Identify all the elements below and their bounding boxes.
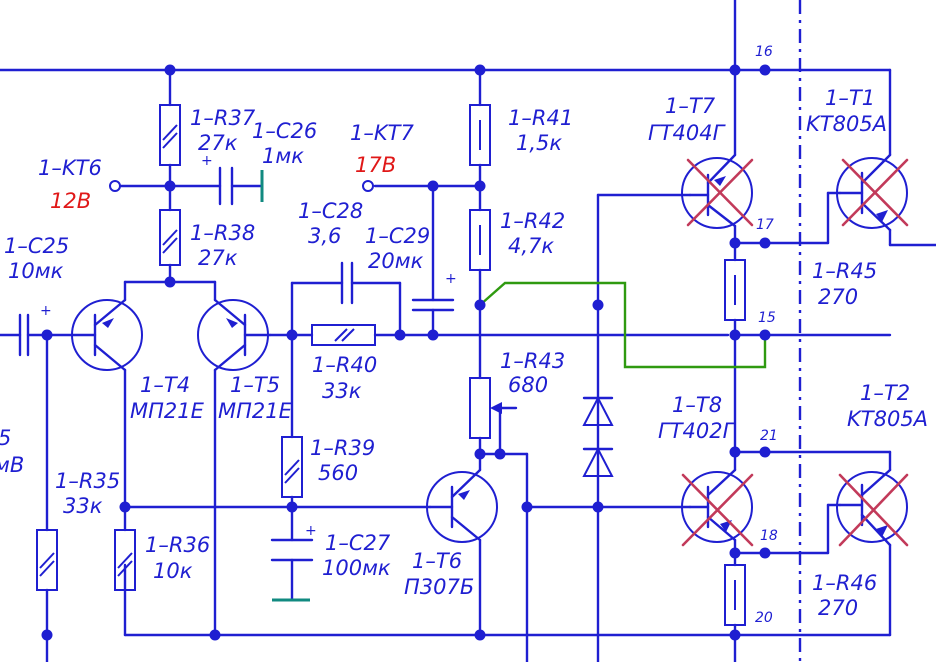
r39-value: 560 [318, 461, 358, 485]
c26-plus: + [201, 153, 213, 169]
t2-ref: 1–T2 [860, 381, 910, 405]
t1-ref: 1–T1 [825, 86, 875, 110]
r40-ref: 1–R40 [312, 353, 377, 377]
c26-ref: 1–C26 [252, 119, 317, 143]
c29-plus: + [445, 271, 457, 287]
r46-value: 270 [818, 596, 858, 620]
r40-value: 33к [322, 379, 362, 403]
t4-type: МП21Е [130, 399, 205, 423]
r36-ref: 1–R36 [145, 533, 210, 557]
r42-value: 4,7к [508, 234, 554, 258]
r43-ref: 1–R43 [500, 349, 565, 373]
r37-value: 27к [198, 131, 238, 155]
r35-value: 33к [63, 494, 103, 518]
t5-symbol [197, 298, 272, 372]
t8-type: ГТ402Г [658, 419, 737, 443]
r38-body [159, 209, 181, 266]
t2-symbol [836, 468, 909, 547]
c27-value: 100мк [322, 556, 391, 580]
t6-type: П307Б [404, 575, 474, 599]
t1-symbol [836, 153, 909, 232]
r41-ref: 1–R41 [508, 106, 573, 130]
r39-body [281, 436, 303, 498]
t7-type: ГТ404Г [648, 121, 727, 145]
c28-value: 3,6 [308, 224, 341, 248]
r37-ref: 1–R37 [190, 106, 256, 130]
capacitors [18, 166, 455, 602]
labels: 1–KT6 12В 1–KT7 17В 1–R37 27к 1–C26 1мк … [0, 44, 928, 626]
c27-plus: + [305, 523, 317, 539]
pin-16: 16 [755, 44, 773, 60]
t6-symbol [426, 468, 498, 543]
t8-symbol [681, 468, 754, 547]
t4-symbol [70, 298, 143, 372]
c25-plus: + [40, 303, 52, 319]
t5-ref: 1–T5 [230, 373, 280, 397]
r38-ref: 1–R38 [190, 221, 255, 245]
r42-body [469, 209, 491, 271]
r43-body [469, 377, 491, 439]
c28-ref: 1–C28 [298, 199, 363, 223]
c27-ref: 1–C27 [325, 531, 391, 555]
kt6-test-point [109, 180, 121, 192]
transistors [70, 153, 909, 547]
r45-ref: 1–R45 [812, 259, 877, 283]
r38-value: 27к [198, 246, 238, 270]
r46-ref: 1–R46 [812, 571, 877, 595]
r43-value: 680 [508, 373, 548, 397]
pin-15: 15 [758, 310, 776, 326]
kt6-ref: 1–KT6 [38, 156, 102, 180]
t5-type: МП21Е [218, 399, 293, 423]
c25-value: 10мк [8, 259, 64, 283]
left-edge-5: 5 [0, 426, 11, 450]
junctions [41, 64, 771, 641]
c25-ref: 1–C25 [4, 234, 69, 258]
t2-type: KT805A [847, 407, 928, 431]
r40-body [311, 324, 376, 346]
r37-body [159, 104, 181, 166]
r45-value: 270 [818, 285, 858, 309]
r45-body [724, 259, 746, 321]
c29-ref: 1–C29 [365, 224, 430, 248]
diodes [582, 395, 614, 477]
r35-body [36, 529, 58, 591]
resistors [36, 104, 746, 626]
r35-ref: 1–R35 [55, 469, 120, 493]
t7-symbol [681, 153, 754, 229]
pin-20: 20 [755, 610, 773, 626]
r42-ref: 1–R42 [500, 209, 565, 233]
r41-value: 1,5к [516, 131, 562, 155]
t6-ref: 1–T6 [412, 549, 462, 573]
kt7-test-point [362, 180, 374, 192]
r46-body [724, 564, 746, 626]
r36-body [114, 529, 136, 591]
c29-value: 20мк [368, 249, 424, 273]
pin-18: 18 [760, 528, 778, 544]
pin-21: 21 [760, 428, 778, 444]
t1-type: KT805A [806, 112, 887, 136]
pin-17: 17 [756, 217, 774, 233]
kt7-ref: 1–KT7 [350, 121, 414, 145]
t8-ref: 1–T8 [672, 393, 722, 417]
left-edge-mv: мВ [0, 453, 24, 477]
r41-body [469, 104, 491, 166]
r36-value: 10к [153, 559, 193, 583]
r39-ref: 1–R39 [310, 436, 375, 460]
kt6-voltage: 12В [50, 189, 91, 213]
t4-ref: 1–T4 [140, 373, 190, 397]
t7-ref: 1–T7 [665, 94, 716, 118]
kt7-voltage: 17В [355, 153, 396, 177]
c26-value: 1мк [262, 144, 304, 168]
